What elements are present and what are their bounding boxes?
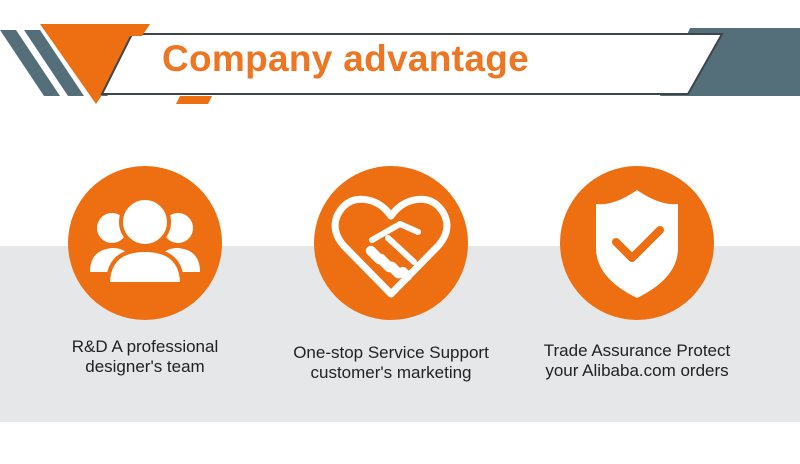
- feature-team: R&D A professional designer's team: [25, 166, 265, 377]
- feature-icon-circle: [68, 166, 222, 320]
- feature-label-line: customer's marketing: [310, 363, 472, 382]
- feature-label: One-stop Service Support customer's mark…: [271, 343, 511, 383]
- banner-accent-corner: [104, 24, 150, 36]
- banner-ribbon: [100, 33, 724, 95]
- shield-check-icon: [596, 190, 678, 298]
- page-title: Company advantage: [162, 38, 529, 79]
- title-banner: [0, 24, 800, 104]
- feature-trade-assurance: Trade Assurance Protect your Alibaba.com…: [517, 166, 757, 381]
- feature-icon-circle: [560, 166, 714, 320]
- feature-label-line: Trade Assurance Protect: [543, 341, 731, 360]
- feature-label-line: R&D A professional: [71, 337, 219, 356]
- feature-label: Trade Assurance Protect your Alibaba.com…: [517, 341, 757, 381]
- banner-stripe: [0, 30, 60, 96]
- feature-label: R&D A professional designer's team: [25, 337, 265, 377]
- feature-service: One-stop Service Support customer's mark…: [271, 166, 511, 383]
- feature-icon-circle: [314, 166, 468, 320]
- banner-accent-underline: [176, 96, 212, 104]
- feature-label-line: your Alibaba.com orders: [545, 361, 729, 380]
- feature-label-line: designer's team: [85, 357, 205, 376]
- feature-label-line: One-stop Service Support: [293, 343, 489, 362]
- handshake-heart-icon: [331, 195, 451, 298]
- banner-accent-triangle: [40, 24, 150, 104]
- banner-stripe: [24, 30, 84, 96]
- team-icon: [90, 196, 200, 286]
